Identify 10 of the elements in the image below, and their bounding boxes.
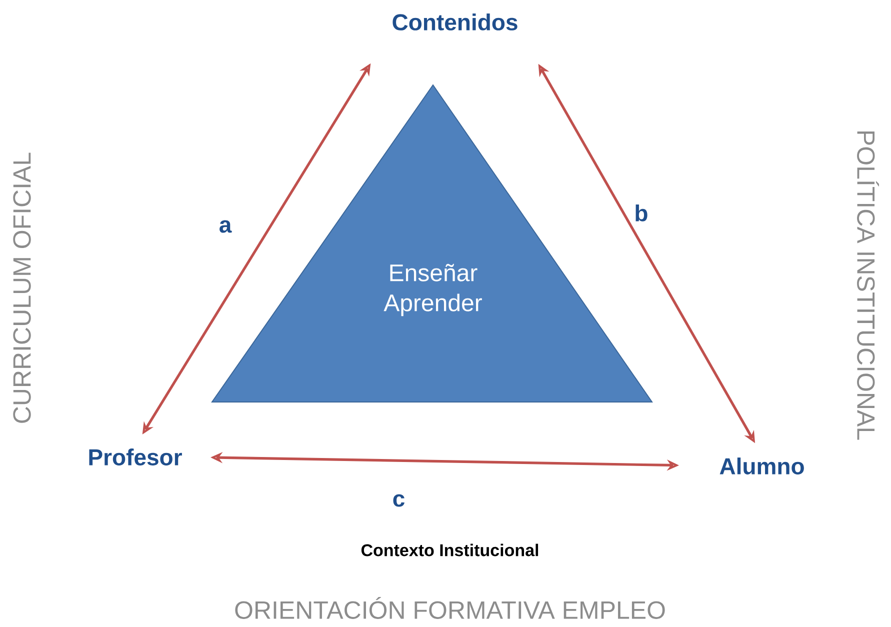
edge-label: a [220, 220, 232, 233]
side-label: ORIENTACIÓN FORMATIVA EMPLEO [235, 597, 665, 619]
node-label: Alumno [720, 458, 804, 474]
side-label: CURRICULUM OFICIAL [13, 152, 31, 423]
caption-text: Contexto Institucional [361, 544, 538, 556]
edge-label: c [393, 494, 404, 507]
node-label: Contenidos [392, 14, 518, 30]
edge-label: b [636, 204, 648, 222]
node-label: Profesor [89, 448, 182, 466]
side-label: POLÍTICA INSTITUCIONAL [857, 131, 879, 440]
